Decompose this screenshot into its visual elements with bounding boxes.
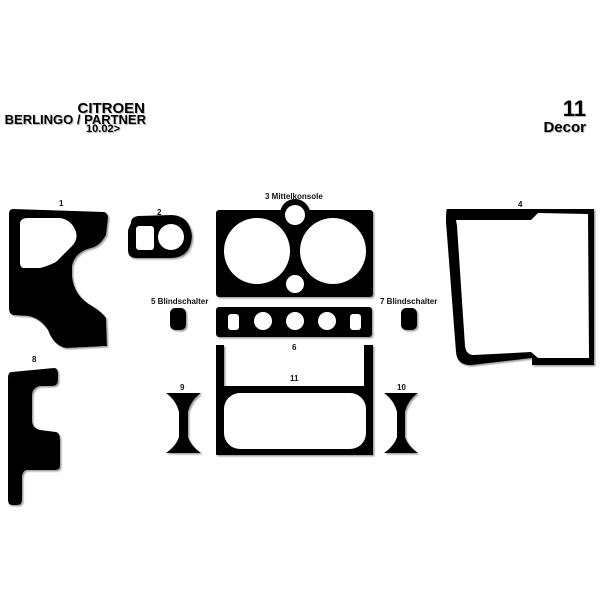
part-label-1: 1 [59, 199, 64, 208]
part-label-6: 6 [292, 343, 297, 352]
part-4-shape [446, 209, 594, 366]
part-3-shape [216, 199, 373, 297]
part-5-shape [170, 308, 186, 330]
part-label-9: 9 [180, 383, 185, 392]
part-6-shape [216, 307, 372, 337]
part-7-shape [401, 308, 417, 330]
part-1-shape [9, 209, 108, 348]
brand-title: CITROEN [77, 100, 146, 117]
part-label-11: 11 [290, 374, 299, 383]
part-label-5: 5 Blindschalter [151, 297, 209, 306]
kit-info: 11 Decor [506, 98, 586, 136]
part-8-shape [8, 368, 60, 505]
piece-count: 11 [562, 96, 586, 121]
date-range: 10.02> [86, 123, 120, 135]
part-9-shape [166, 393, 201, 453]
part-label-8: 8 [32, 355, 37, 364]
part-label-4: 4 [518, 200, 523, 209]
part-11-shape [216, 345, 373, 455]
part-label-10: 10 [397, 383, 406, 392]
model-title: BERLINGO / PARTNER [4, 112, 146, 127]
part-label-7: 7 Blindschalter [380, 297, 438, 306]
part-label-3: 3 Mittelkonsole [265, 192, 323, 201]
decor-label: Decor [543, 119, 586, 136]
part-2-shape [128, 215, 192, 258]
part-label-2: 2 [157, 208, 162, 217]
part-10-shape [384, 393, 418, 453]
